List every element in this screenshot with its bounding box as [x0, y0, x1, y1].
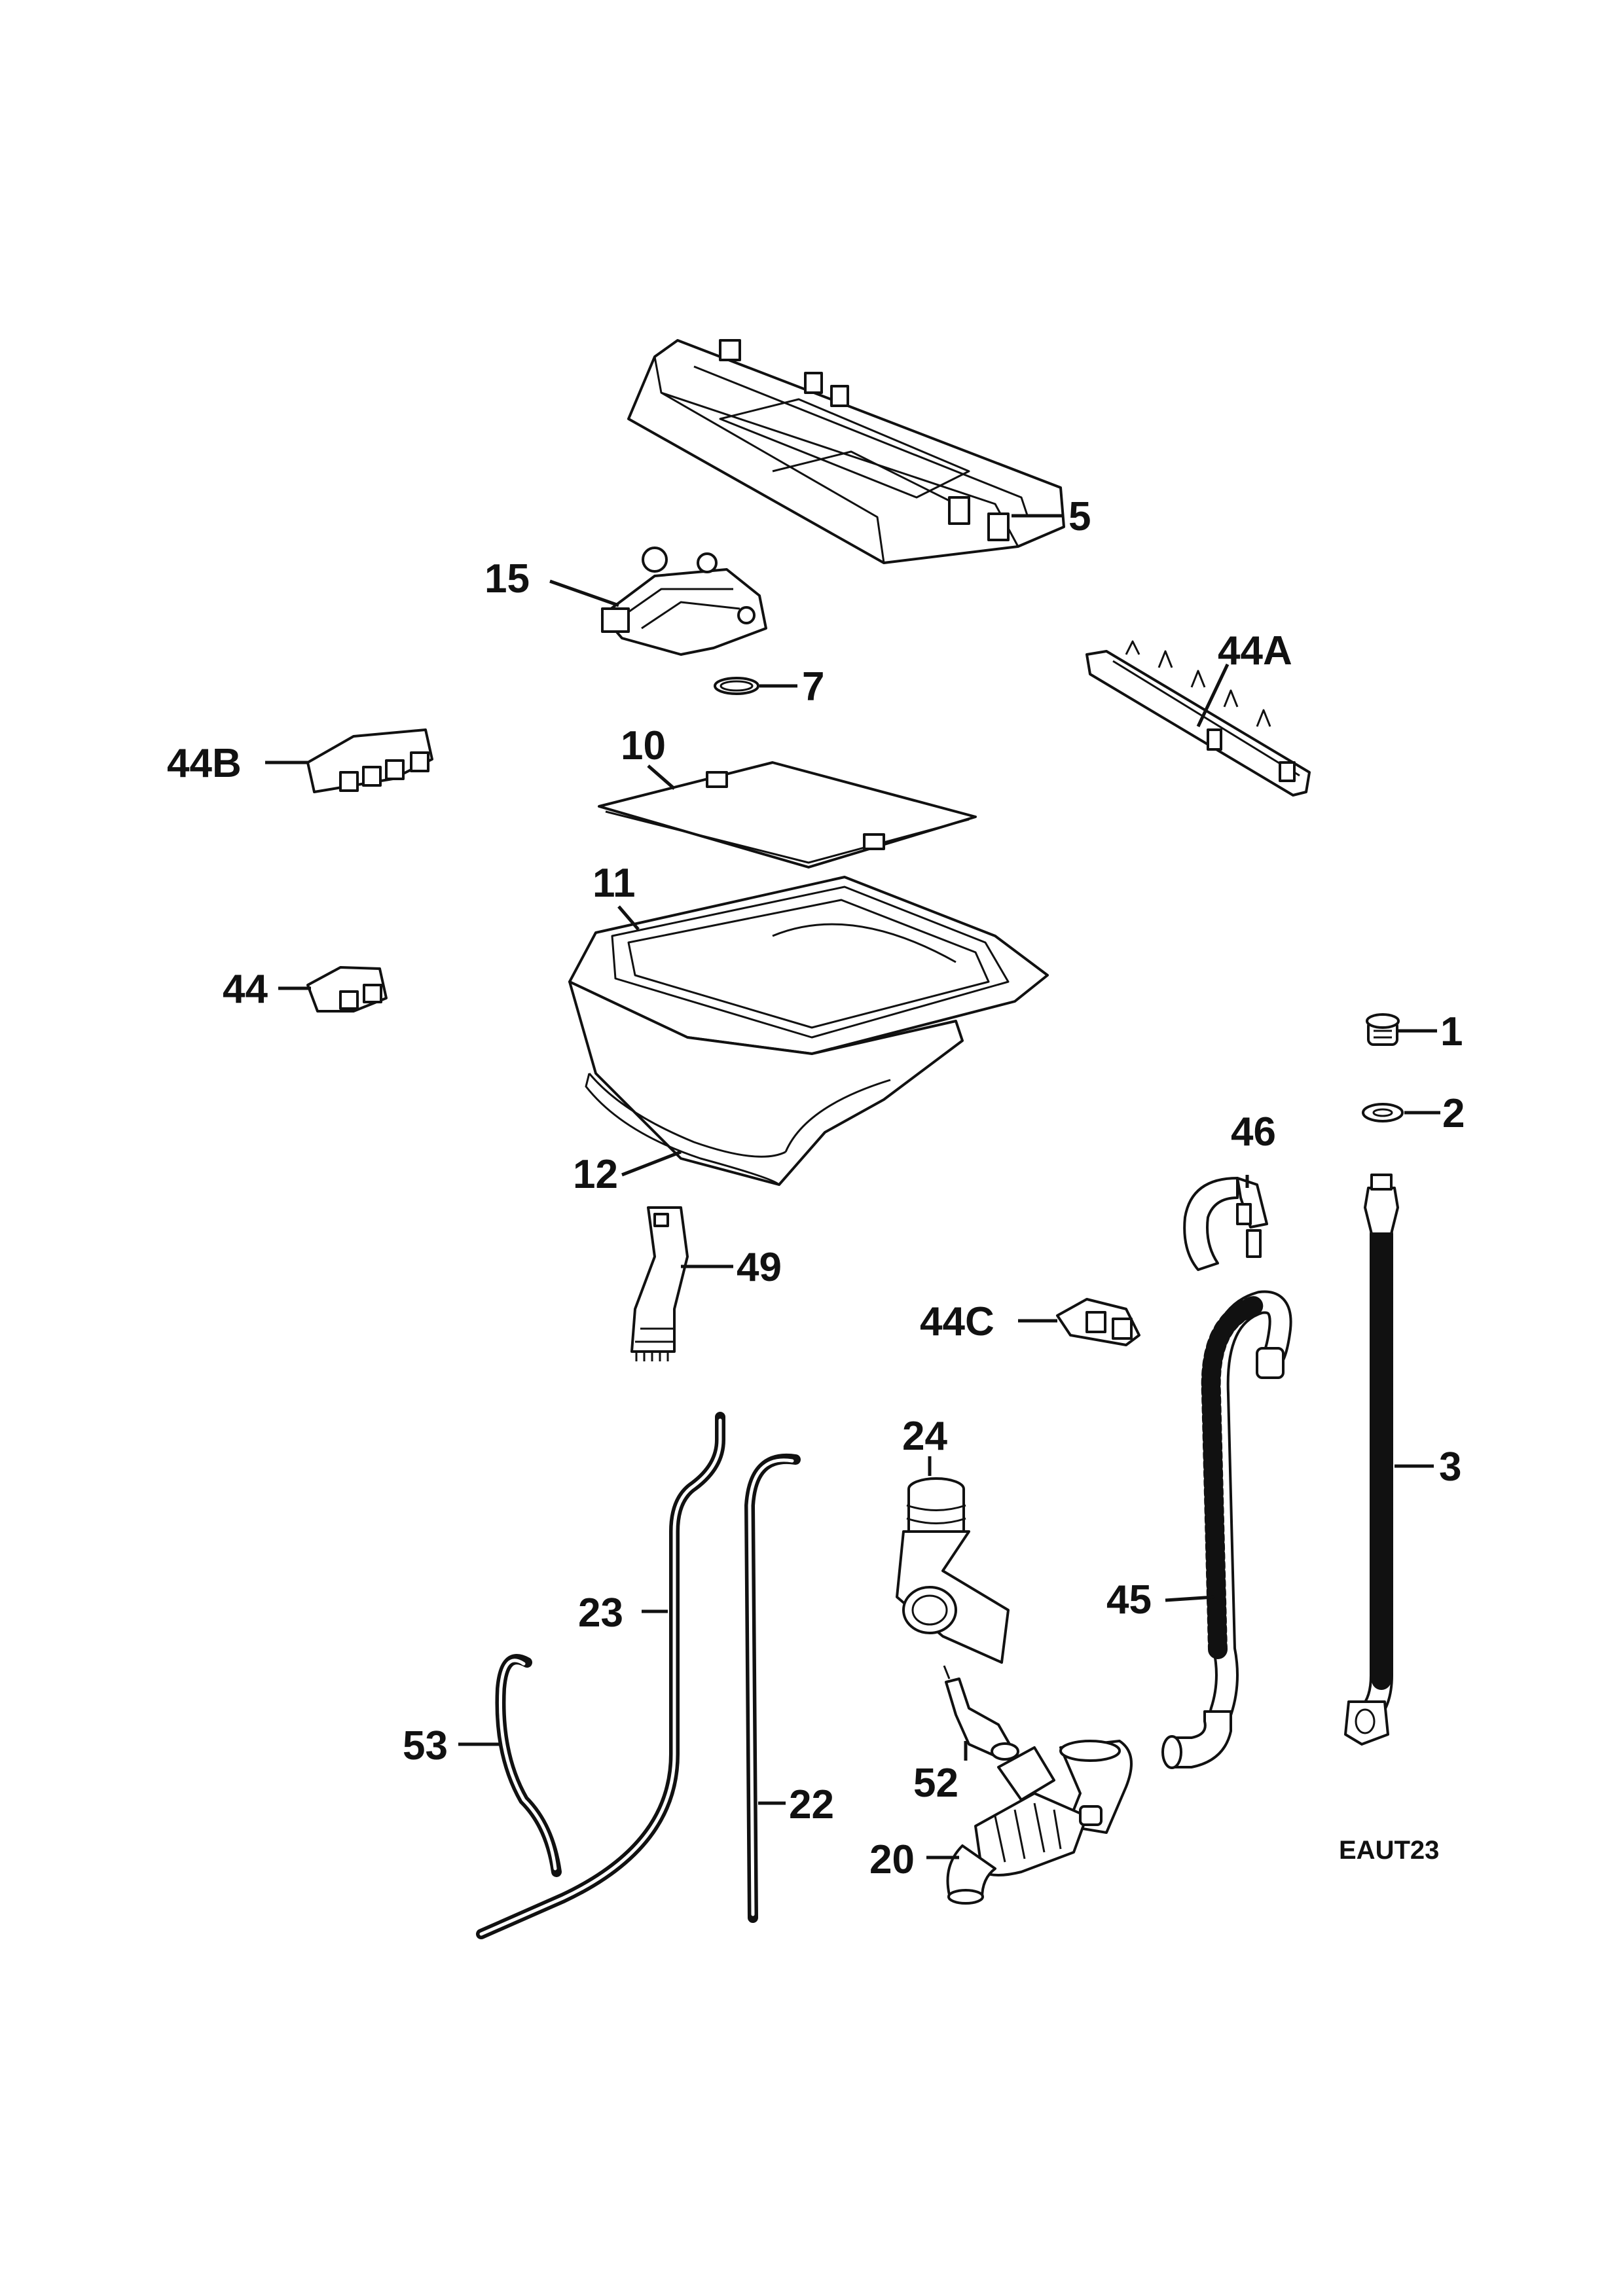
part-3-inlet-hose: [1344, 1174, 1399, 1746]
label-1: 1: [1440, 1009, 1463, 1054]
leader-10: [647, 764, 676, 790]
label-10: 10: [621, 723, 666, 768]
part-12-tub-boot: [568, 980, 964, 1186]
part-2-washer: [1362, 1103, 1404, 1122]
label-2: 2: [1442, 1091, 1465, 1136]
part-44-clip: [306, 966, 388, 1013]
leader-45: [1165, 1595, 1215, 1602]
part-1-plug: [1366, 1013, 1400, 1046]
part-49-bracket: [630, 1206, 689, 1361]
part-5-dispenser-housing: [627, 339, 1065, 564]
diagram-code: EAUT23: [1339, 1836, 1439, 1865]
label-44: 44: [223, 967, 268, 1012]
label-44b: 44B: [167, 741, 242, 786]
part-23-hose-inner: [479, 1418, 722, 1936]
label-46: 46: [1231, 1109, 1276, 1155]
label-24: 24: [902, 1414, 947, 1459]
part-46-hose-guide: [1183, 1177, 1268, 1271]
label-45: 45: [1106, 1577, 1152, 1623]
label-5: 5: [1068, 494, 1091, 539]
label-11: 11: [593, 861, 636, 906]
part-52-tube: [943, 1665, 1019, 1761]
part-44b-triple-clip: [306, 728, 433, 793]
leader-12: [621, 1150, 682, 1177]
label-12: 12: [573, 1152, 618, 1197]
part-44c-clip: [1056, 1298, 1140, 1346]
leader-15: [549, 579, 619, 607]
label-44c: 44C: [920, 1299, 994, 1344]
part-24-sump-connector: [896, 1477, 1010, 1664]
label-7: 7: [802, 664, 824, 709]
label-3: 3: [1439, 1444, 1461, 1490]
label-44a: 44A: [1218, 628, 1292, 673]
part-45-drain-hose: [1161, 1290, 1292, 1769]
label-15: 15: [484, 556, 530, 601]
label-23: 23: [578, 1590, 623, 1636]
part-20-drain-elbow: [946, 1740, 1133, 1905]
leader-44a: [1196, 663, 1230, 728]
label-49: 49: [737, 1245, 782, 1290]
part-15-valve: [601, 547, 767, 656]
label-22: 22: [789, 1782, 834, 1827]
part-53-hose-inner: [498, 1659, 557, 1871]
label-20: 20: [869, 1837, 915, 1882]
leader-11: [617, 905, 640, 931]
part-22-hose: [744, 1453, 801, 1923]
label-52: 52: [913, 1761, 958, 1806]
label-53: 53: [403, 1723, 448, 1768]
part-22-hose-inner: [748, 1458, 794, 1916]
part-7-o-ring-inner: [720, 680, 754, 692]
part-10-lid: [598, 761, 977, 869]
